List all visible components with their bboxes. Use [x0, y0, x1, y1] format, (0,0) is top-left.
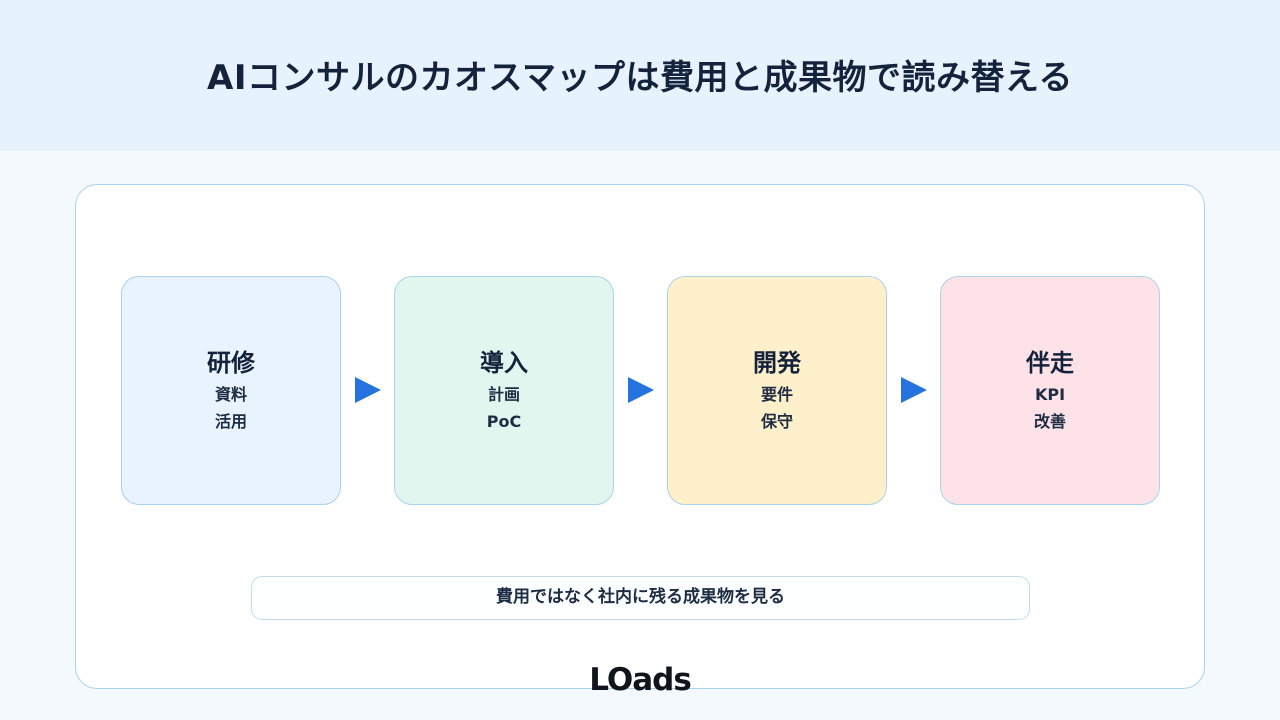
- step-title: 導入: [480, 348, 528, 377]
- brand-logo: LOads: [589, 662, 692, 698]
- step-card-support: 伴走 KPI 改善: [940, 276, 1160, 505]
- step-item: 計画: [487, 384, 520, 404]
- page-title: AIコンサルのカオスマップは費用と成果物で読み替える: [207, 58, 1073, 98]
- arrow-right-icon: [355, 377, 381, 403]
- step-item: 保守: [760, 411, 793, 431]
- step-item: 活用: [214, 411, 247, 431]
- step-card-development: 開発 要件 保守: [667, 276, 887, 505]
- step-card-introduction: 導入 計画 PoC: [394, 276, 614, 505]
- step-title: 開発: [753, 348, 801, 377]
- step-title: 研修: [207, 348, 255, 377]
- step-item: KPI: [1034, 384, 1066, 404]
- header-band: [0, 0, 1280, 151]
- step-title: 伴走: [1026, 348, 1074, 377]
- arrow-right-icon: [628, 377, 654, 403]
- step-item: 要件: [760, 384, 793, 404]
- arrow-right-icon: [901, 377, 927, 403]
- summary-note: 費用ではなく社内に残る成果物を見る: [251, 576, 1030, 620]
- step-item: PoC: [486, 411, 522, 431]
- step-card-training: 研修 資料 活用: [121, 276, 341, 505]
- step-item: 資料: [214, 384, 247, 404]
- step-item: 改善: [1033, 411, 1066, 431]
